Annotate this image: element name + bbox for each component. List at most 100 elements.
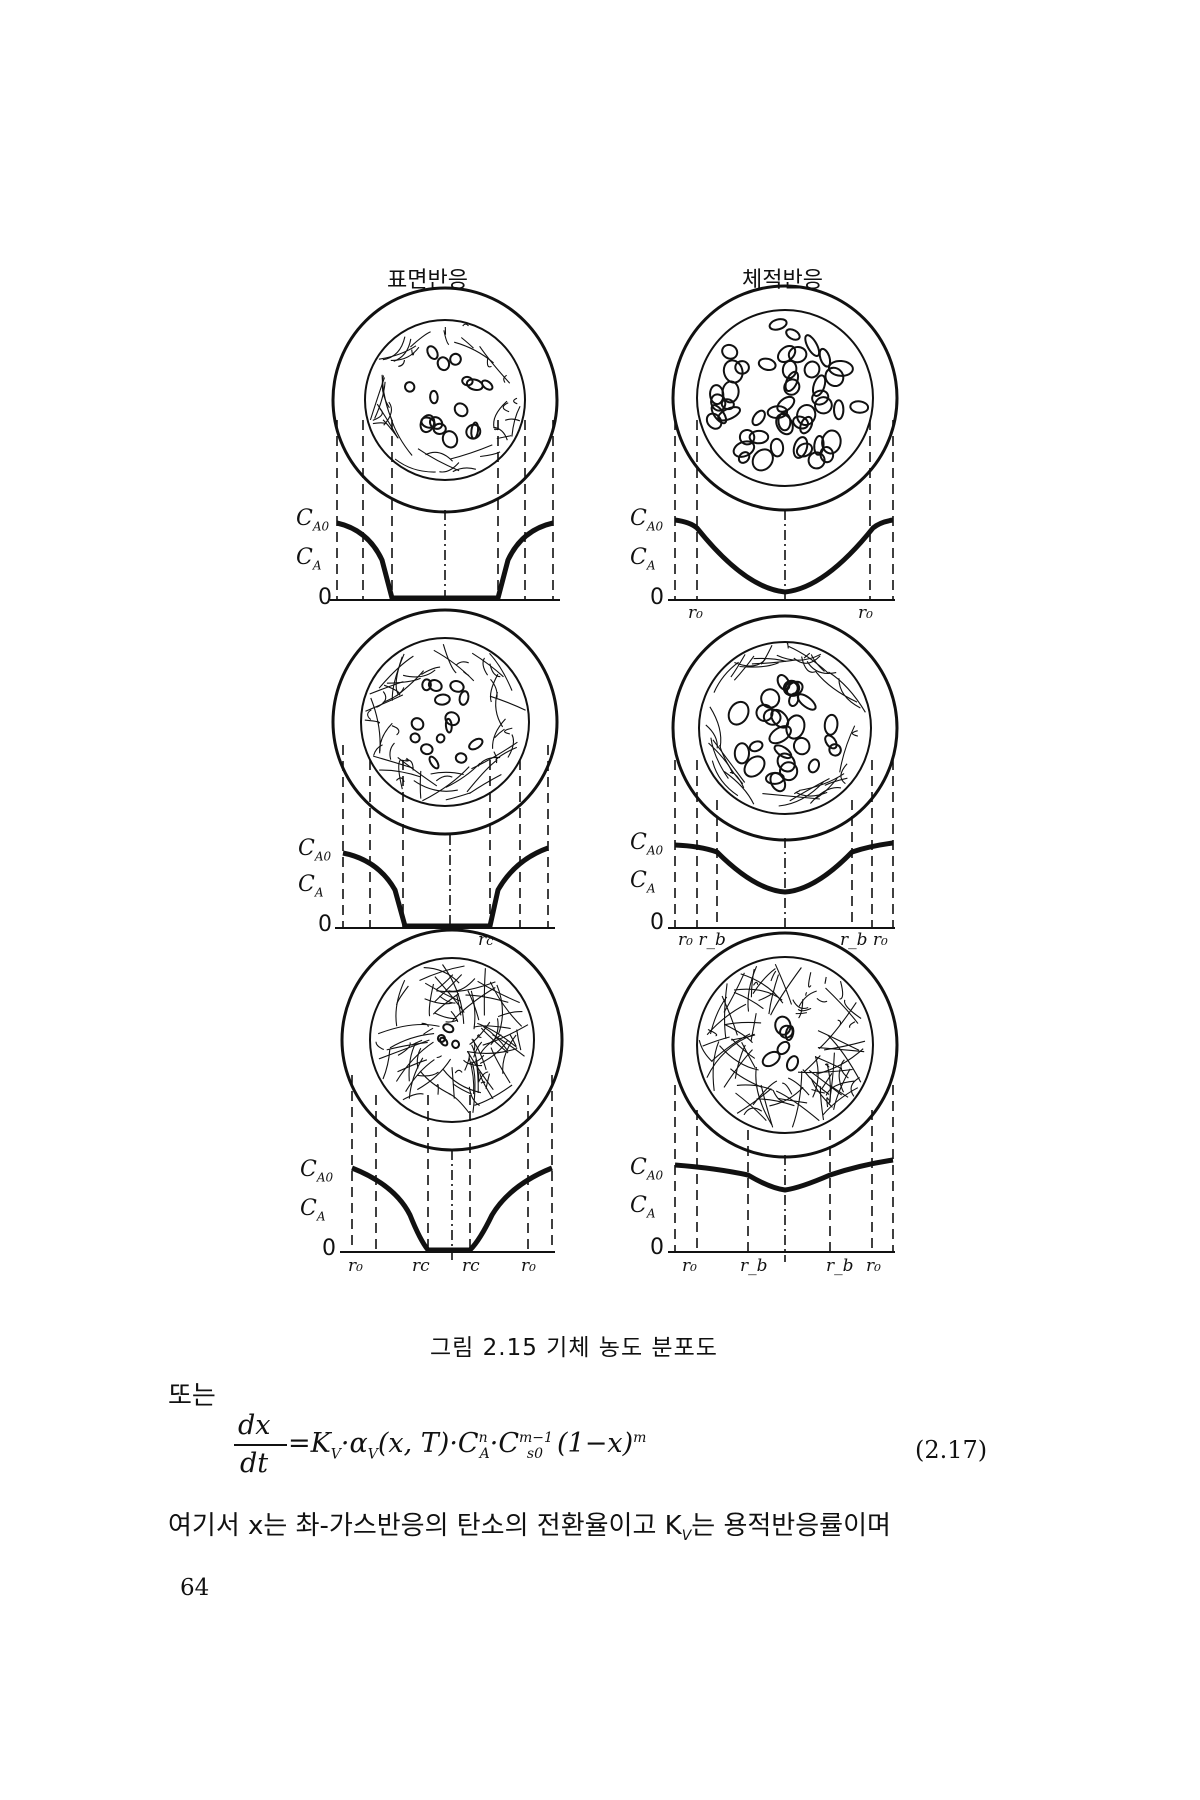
ash-fiber [454, 1069, 463, 1074]
ash-fiber [837, 1019, 842, 1026]
ash-fiber [839, 725, 856, 773]
pore-blob [436, 356, 451, 372]
pore-blob [833, 399, 845, 421]
right-row3-profile [674, 1157, 894, 1193]
ash-fiber [816, 997, 828, 1003]
right-row3-zero-label: 0 [650, 1235, 664, 1260]
ash-fiber [808, 972, 812, 988]
ash-fiber [496, 435, 512, 439]
ash-fiber [452, 987, 496, 1022]
ash-fiber [705, 724, 718, 749]
pore-blob [751, 409, 766, 427]
ash-fiber [372, 422, 387, 425]
ash-fiber [760, 1084, 774, 1128]
ash-fiber [723, 771, 755, 805]
ash-fiber [828, 1052, 835, 1105]
ash-fiber [496, 984, 503, 1035]
ash-fiber [708, 742, 734, 775]
ash-fiber [756, 1098, 795, 1107]
ash-fiber [391, 653, 405, 701]
ash-fiber [423, 967, 460, 984]
ash-fiber [449, 444, 493, 460]
ash-fiber [482, 657, 489, 676]
pore-blob [761, 1050, 781, 1068]
ash-fiber [408, 1042, 417, 1082]
ash-fiber [711, 1033, 751, 1062]
pore-blob [828, 743, 842, 757]
right-row1-r0-right-label: r₀ [858, 603, 873, 623]
ash-fiber [424, 998, 453, 1005]
pore-blob [776, 345, 797, 363]
ash-fiber [516, 1029, 522, 1051]
ash-fiber [736, 1088, 772, 1114]
ash-fiber [803, 652, 811, 659]
ash-fiber [386, 1041, 428, 1051]
right-row2-profile [674, 840, 894, 895]
pore-blob [453, 402, 469, 418]
ash-fiber [395, 1041, 434, 1082]
pore-blob [776, 674, 791, 691]
ash-fiber [492, 1034, 525, 1057]
ash-fiber [824, 777, 848, 786]
ash-fiber [772, 1089, 783, 1102]
ash-fiber [375, 1041, 385, 1051]
right-row1-ca0-label: CA0 [630, 506, 664, 534]
pore-blob [721, 343, 739, 360]
ash-fiber [806, 661, 837, 674]
ash-fiber [456, 661, 469, 666]
right-row3-r0-left-label: r₀ [682, 1256, 697, 1276]
pore-blob [769, 437, 785, 458]
pore-blob [785, 1055, 800, 1072]
pore-blob [743, 755, 766, 778]
ash-fiber [489, 673, 499, 703]
pore-blob [757, 357, 777, 372]
ash-fiber [417, 1071, 439, 1077]
pore-blob [454, 752, 468, 764]
ash-fiber [839, 980, 844, 1000]
ash-fiber [398, 359, 406, 367]
ash-fiber [421, 666, 441, 675]
ash-fiber [490, 1047, 511, 1084]
pore-blob [803, 360, 821, 379]
pore-blob [465, 423, 482, 440]
ash-fiber [509, 1034, 517, 1047]
ash-fiber [774, 963, 793, 1005]
pore-blob [410, 717, 425, 731]
ash-fiber [825, 987, 859, 1024]
ash-fiber [840, 1059, 849, 1079]
ash-fiber [425, 451, 453, 462]
right-row3-ca-label: CA [630, 1193, 656, 1221]
right-row1-zero-label: 0 [650, 585, 664, 610]
ash-fiber [505, 418, 521, 422]
ash-fiber [490, 678, 498, 698]
ash-fiber [787, 1077, 810, 1096]
pore-blob [439, 1036, 449, 1047]
ash-fiber [733, 991, 764, 1010]
ash-fiber [445, 1019, 459, 1023]
ash-fiber [397, 1042, 411, 1056]
pore-blob [814, 396, 833, 415]
ash-fiber [815, 1056, 843, 1070]
left-row3-particle [340, 928, 564, 1152]
ash-fiber [432, 993, 460, 1015]
ash-fiber [471, 1038, 487, 1071]
pore-blob [404, 381, 416, 393]
ash-fiber [793, 790, 800, 795]
ash-fiber [477, 756, 501, 767]
ash-fiber [442, 1069, 482, 1094]
ash-fiber [755, 1067, 773, 1126]
ash-fiber [810, 654, 825, 672]
ash-fiber [489, 981, 523, 1027]
ash-fiber [390, 346, 420, 361]
ash-fiber [382, 336, 406, 361]
ash-fiber [502, 1034, 517, 1074]
ash-fiber [775, 1090, 820, 1122]
pore-blob [818, 347, 832, 368]
ash-fiber [511, 405, 521, 437]
ash-fiber [713, 661, 739, 693]
ash-fiber [382, 419, 399, 439]
ash-fiber [486, 357, 492, 368]
left-row1-dashes [336, 420, 554, 600]
left-row3-ca0-label: CA0 [300, 1157, 334, 1185]
